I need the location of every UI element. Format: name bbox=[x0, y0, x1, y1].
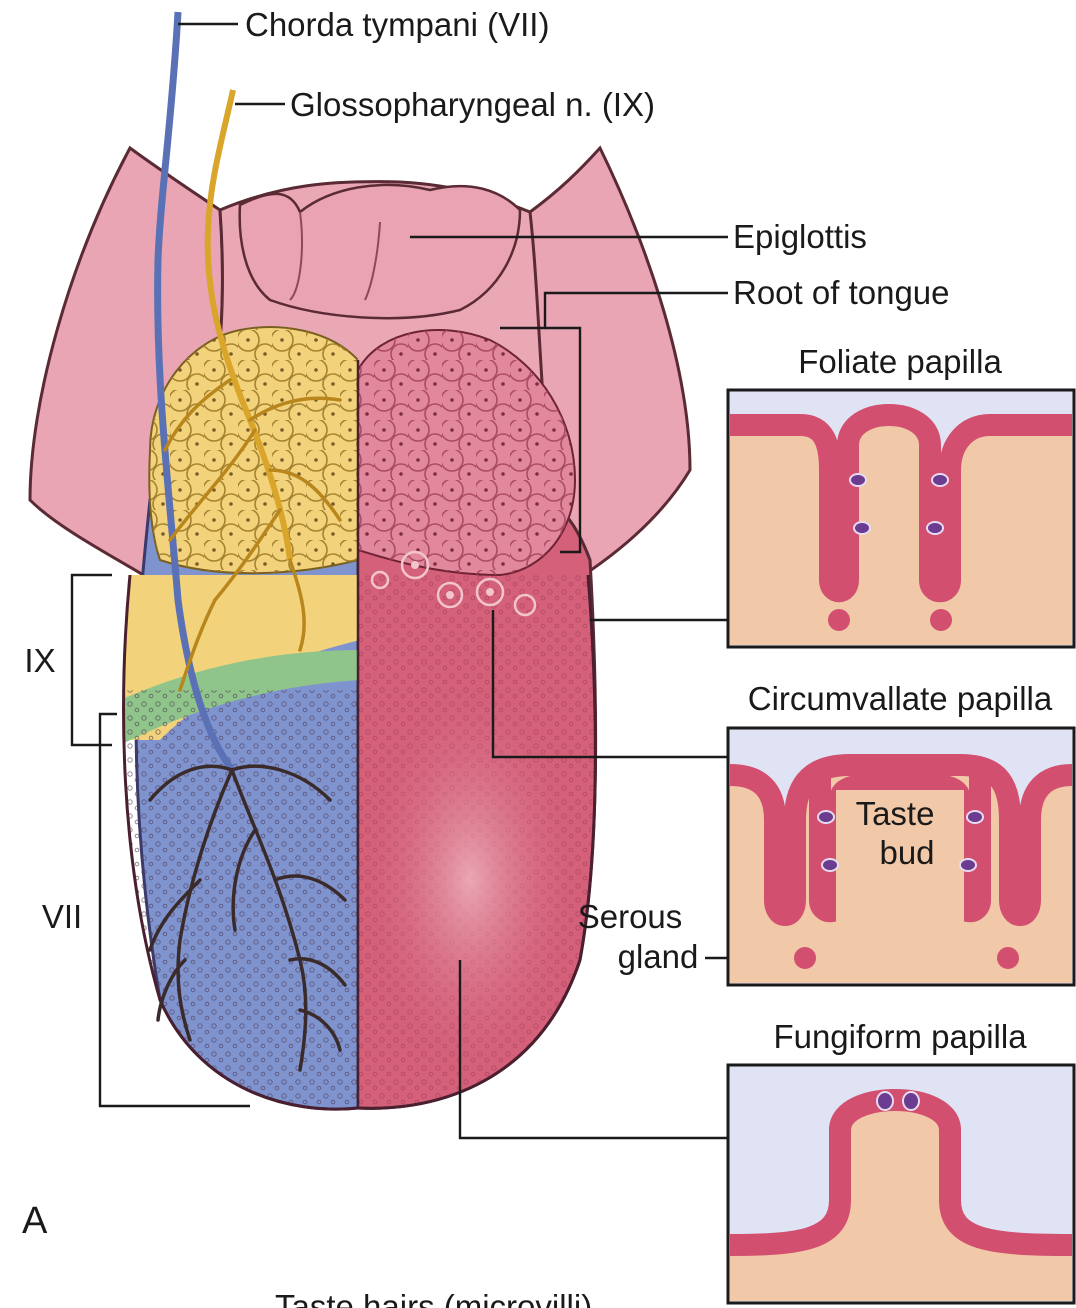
label-region-ix: IX bbox=[24, 642, 55, 679]
label-foliate-papilla: Foliate papilla bbox=[798, 343, 1002, 380]
label-chorda-tympani: Chorda tympani (VII) bbox=[245, 6, 549, 43]
tongue bbox=[120, 327, 598, 1120]
panel-letter: A bbox=[22, 1200, 48, 1242]
label-serous-line2: gland bbox=[618, 938, 699, 975]
label-glossopharyngeal: Glossopharyngeal n. (IX) bbox=[290, 86, 655, 123]
label-root-of-tongue: Root of tongue bbox=[733, 274, 950, 311]
fungiform-papilla-panel bbox=[728, 1065, 1074, 1303]
epiglottis bbox=[240, 185, 520, 318]
label-epiglottis: Epiglottis bbox=[733, 218, 867, 255]
label-region-vii: VII bbox=[42, 898, 82, 935]
label-circumvallate-papilla: Circumvallate papilla bbox=[748, 680, 1053, 717]
foliate-papilla-panel bbox=[728, 390, 1074, 647]
label-serous-line1: Serous bbox=[578, 898, 683, 935]
label-taste-bud-line2: bud bbox=[879, 834, 934, 871]
label-taste-hairs: Taste hairs (microvilli) bbox=[275, 1288, 592, 1308]
label-taste-bud-line1: Taste bbox=[856, 795, 935, 832]
label-fungiform-papilla: Fungiform papilla bbox=[773, 1018, 1027, 1055]
